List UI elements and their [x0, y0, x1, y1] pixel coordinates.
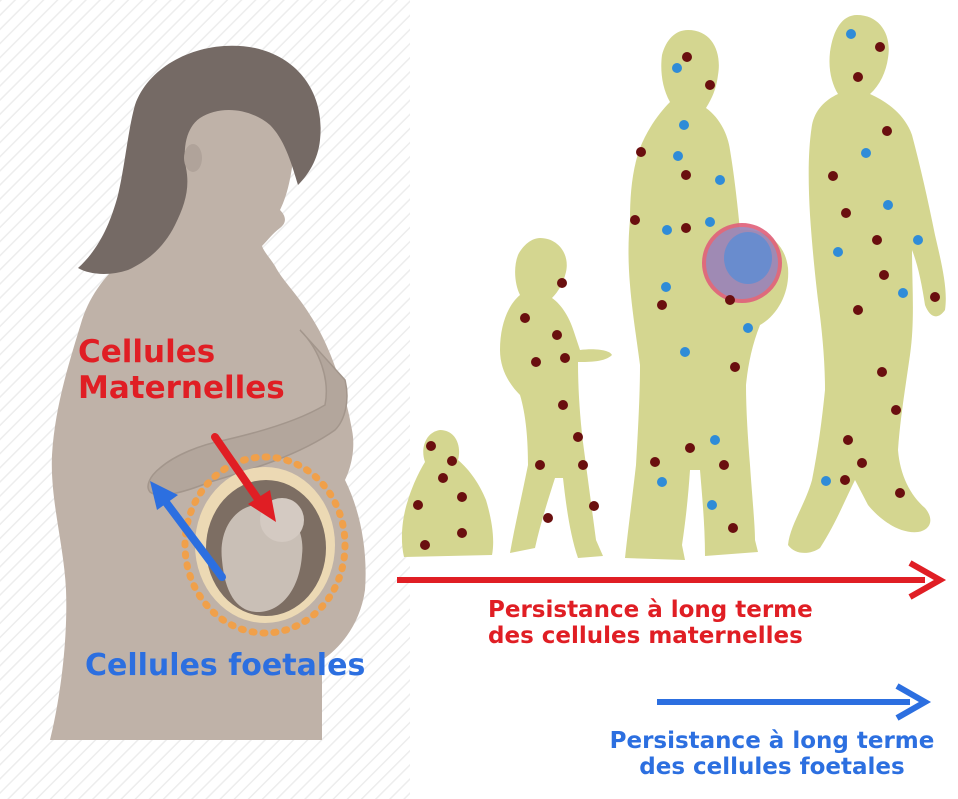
- maternal-cells-label-line2: Maternelles: [78, 371, 285, 407]
- maternal-timeline-arrow: [397, 563, 940, 597]
- maternal-persistence-line1: Persistance à long terme: [488, 597, 778, 623]
- figure-child: [500, 238, 612, 558]
- adult-man-body: [788, 15, 946, 553]
- fetal-persistence-caption: Persistance à long terme des cellules fo…: [597, 728, 947, 781]
- fetal-persistence-line1: Persistance à long terme: [597, 728, 947, 754]
- fetal-persistence-line2: des cellules foetales: [597, 754, 947, 780]
- figure-baby: [402, 430, 493, 557]
- figure-adult-man: [788, 15, 946, 553]
- figure-pregnant-woman: [625, 30, 788, 560]
- maternal-cells-label-line1: Cellules: [78, 335, 285, 371]
- womb: [185, 457, 345, 633]
- mother-ear: [184, 144, 202, 172]
- maternal-cells-label: Cellules Maternelles: [78, 335, 285, 406]
- baby-body: [402, 430, 493, 557]
- maternal-persistence-caption: Persistance à long terme des cellules ma…: [488, 597, 778, 650]
- fetal-cells-label: Cellules foetales: [85, 649, 365, 684]
- fetal-timeline-arrow: [657, 686, 925, 718]
- maternal-persistence-line2: des cellules maternelles: [488, 623, 778, 649]
